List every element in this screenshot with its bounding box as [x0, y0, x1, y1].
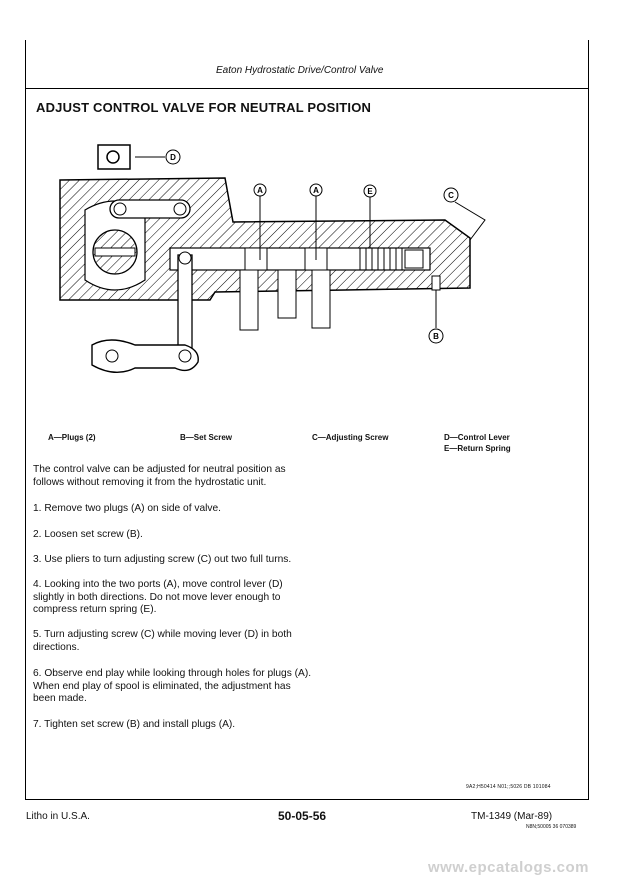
control-valve-diagram: D A A E C B — [59, 144, 486, 373]
step-7: 7. Tighten set screw (B) and install plu… — [33, 719, 236, 730]
step-2: 2. Loosen set screw (B). — [33, 529, 143, 540]
callout-a-2: A — [313, 186, 319, 195]
callout-c: C — [448, 191, 454, 200]
legend-col-3: C—Adjusting Screw — [312, 433, 389, 442]
watermark: www.epcatalogs.com — [428, 859, 589, 876]
callout-a-1: A — [257, 186, 263, 195]
legend-col-1: A—Plugs (2) — [48, 433, 96, 442]
step-4: 4. Looking into the two ports (A), move … — [33, 579, 283, 616]
step-1: 1. Remove two plugs (A) on side of valve… — [33, 503, 221, 514]
legend-col-4: D—Control Lever E—Return Spring — [444, 433, 511, 453]
footer-litho: Litho in U.S.A. — [26, 811, 90, 822]
spool-bore — [169, 247, 431, 271]
figure-reference: 9A2;H50414 N01;;5026 DB 101084 — [466, 784, 551, 790]
section-title: ADJUST CONTROL VALVE FOR NEUTRAL POSITIO… — [36, 100, 372, 115]
header-rule-left — [25, 40, 26, 88]
step-3: 3. Use pliers to turn adjusting screw (C… — [33, 554, 292, 565]
callout-e: E — [367, 187, 373, 196]
footer-code: N8N;50005 36 070389 — [526, 824, 577, 830]
page-number: 50-05-56 — [278, 809, 327, 823]
legend-col-2: B—Set Screw — [180, 433, 233, 442]
intro-paragraph: The control valve can be adjusted for ne… — [33, 464, 286, 488]
step-5: 5. Turn adjusting screw (C) while moving… — [33, 629, 292, 653]
manual-number: TM-1349 (Mar-89) — [471, 811, 553, 822]
step-6: 6. Observe end play while looking throug… — [33, 668, 312, 705]
control-lever — [91, 339, 199, 373]
running-header: Eaton Hydrostatic Drive/Control Valve — [216, 65, 384, 76]
callout-d: D — [170, 153, 176, 162]
callout-b: B — [433, 332, 439, 341]
top-lug — [97, 144, 131, 170]
header-rule-right — [588, 40, 589, 88]
content-frame — [25, 88, 589, 800]
